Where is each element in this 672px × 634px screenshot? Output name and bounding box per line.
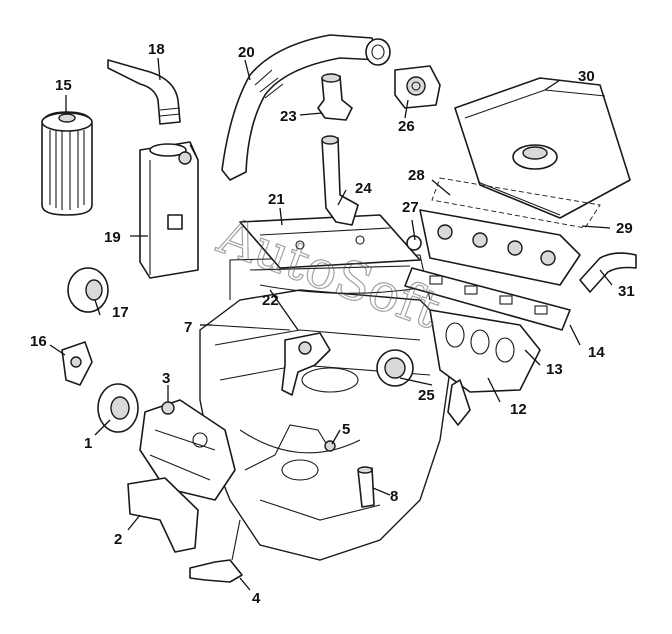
valve-cover-30 [454, 77, 631, 219]
bracket-16 [61, 341, 93, 386]
callout-28: 28 [408, 167, 425, 184]
callout-27: 27 [402, 199, 419, 216]
callout-29: 29 [616, 220, 633, 237]
callout-15: 15 [55, 77, 72, 94]
callout-4: 4 [252, 590, 261, 607]
pipe-24 [321, 135, 359, 226]
camshaft-assembly [406, 209, 581, 286]
callout-20: 20 [238, 44, 255, 61]
callout-18: 18 [148, 41, 165, 58]
exhaust-manifold-13 [429, 309, 541, 426]
callout-25: 25 [418, 387, 435, 404]
cover-gasket-28 [431, 177, 601, 229]
callout-31: 31 [618, 283, 635, 300]
callout-21: 21 [268, 191, 285, 208]
callout-30: 30 [578, 68, 595, 85]
callout-12: 12 [510, 401, 527, 418]
leader-lines [49, 57, 613, 591]
callout-17: 17 [112, 304, 129, 321]
pipe-7 [209, 324, 291, 331]
callout-23: 23 [280, 108, 297, 125]
callout-24: 24 [355, 180, 372, 197]
pipe-23 [317, 73, 353, 121]
callout-19: 19 [104, 229, 121, 246]
callout-2: 2 [114, 531, 122, 548]
callout-16: 16 [30, 333, 47, 350]
oil-filter-15 [41, 111, 93, 216]
callout-8: 8 [390, 488, 398, 505]
flange-25 [376, 349, 414, 387]
breather-hose-18 [107, 59, 181, 125]
callout-labels: 15 18 19 20 21 22 23 24 26 30 28 27 29 3… [30, 41, 635, 607]
sprocket-1 [97, 383, 139, 433]
air-hose-20 [221, 34, 391, 181]
callout-1: 1 [84, 435, 92, 452]
thermostat-housing-26 [394, 65, 441, 109]
small-hose-31 [579, 252, 637, 293]
injector-22 [281, 332, 331, 396]
head-gasket-21 [239, 214, 421, 269]
callout-26: 26 [398, 118, 415, 135]
oil-separator-19 [139, 141, 199, 279]
callout-3: 3 [162, 370, 170, 387]
callout-7: 7 [184, 319, 192, 336]
injection-pump-3 [139, 399, 236, 501]
mount-bracket-2 [127, 477, 199, 553]
manifold-gasket-14 [404, 267, 571, 331]
callout-5: 5 [342, 421, 350, 438]
sensor-8 [357, 466, 375, 508]
callout-22: 22 [262, 292, 279, 309]
pulley-17 [67, 267, 109, 313]
pipe-5 [244, 424, 336, 471]
callout-13: 13 [546, 361, 563, 378]
callout-14: 14 [588, 344, 605, 361]
lever-4 [189, 519, 243, 583]
